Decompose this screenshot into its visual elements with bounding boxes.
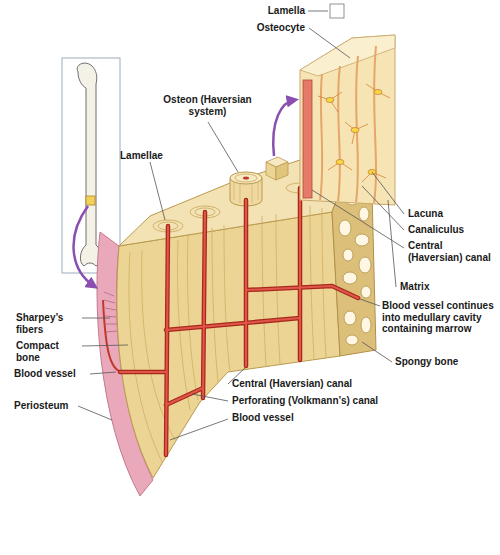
part-label: Perforating (Volkmann’s) canal	[232, 395, 432, 407]
front-face	[117, 212, 340, 478]
spongy-region	[332, 178, 376, 356]
part-label: Lamellae	[120, 150, 182, 162]
part-label: Sharpey’s fibers	[16, 312, 80, 335]
part-label: Blood vessel	[14, 368, 89, 380]
part-label: Central (Haversian) canal	[232, 378, 392, 390]
part-label: Lacuna	[408, 208, 494, 220]
canaliculi	[318, 84, 390, 182]
part-label: Osteon (Haversian system)	[150, 94, 265, 117]
lamella-bracket	[330, 4, 344, 18]
part-label: Blood vessel	[232, 412, 352, 424]
part-label: Central (Haversian) canal	[408, 240, 494, 263]
compact-bone	[117, 157, 345, 478]
central-canal	[303, 80, 312, 198]
inset-top	[300, 35, 395, 76]
lamellar-lines	[129, 206, 326, 462]
part-label: Periosteum	[14, 400, 78, 412]
sharpeys-fibers	[104, 292, 117, 332]
leader-lines	[78, 11, 404, 440]
femur-outline	[77, 63, 101, 266]
magnified-inset	[300, 4, 395, 205]
part-label: Matrix	[400, 281, 480, 293]
spongy-bone	[332, 178, 376, 356]
pulled-cube	[266, 157, 288, 180]
inset-block	[300, 35, 395, 205]
part-label: Canaliculus	[408, 224, 494, 236]
magnify-arrows	[74, 100, 294, 286]
blood-vessels	[120, 188, 358, 455]
part-label: Lamella	[230, 5, 305, 17]
part-label: Blood vessel continues into medullary ca…	[382, 300, 496, 335]
part-label: Compact bone	[16, 340, 80, 363]
part-label: Osteocyte	[220, 22, 305, 34]
osteocytes	[326, 90, 382, 175]
part-label: Spongy bone	[395, 356, 495, 368]
section-marker	[86, 196, 95, 205]
